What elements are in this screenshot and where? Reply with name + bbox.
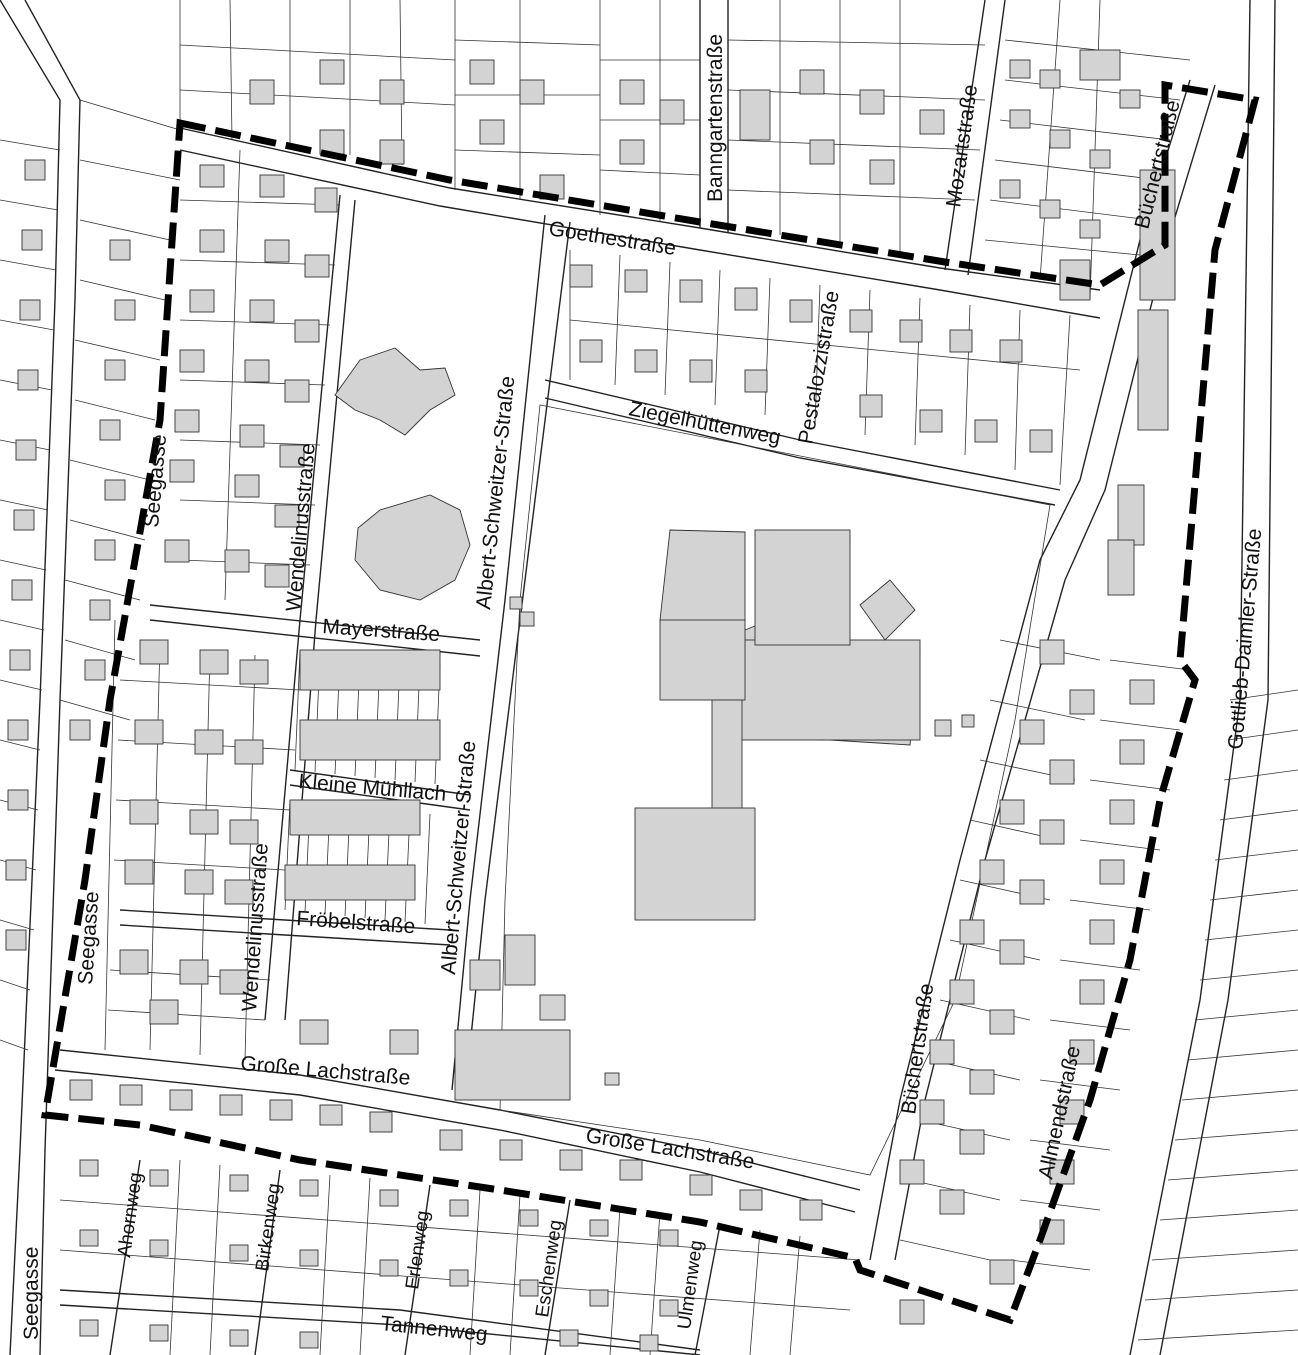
school-annex [859, 579, 916, 641]
plan-boundary [40, 80, 1260, 1325]
label-banngartenstrasse: Banngartenstraße [704, 34, 727, 202]
school-hall [739, 639, 921, 741]
buildings [5, 49, 1176, 1352]
building-east-3 [1117, 484, 1145, 546]
school-west-wing [659, 619, 746, 701]
school-north-wing [754, 529, 851, 646]
building-east-2 [1137, 309, 1169, 431]
building-east-1 [1139, 169, 1176, 301]
school-gym [634, 807, 756, 921]
church-building [334, 347, 456, 436]
label-seegasse-s: Seegasse [20, 1247, 43, 1340]
school-corridor [711, 699, 743, 816]
building-east-4 [1107, 539, 1135, 596]
community-hall [354, 494, 471, 601]
